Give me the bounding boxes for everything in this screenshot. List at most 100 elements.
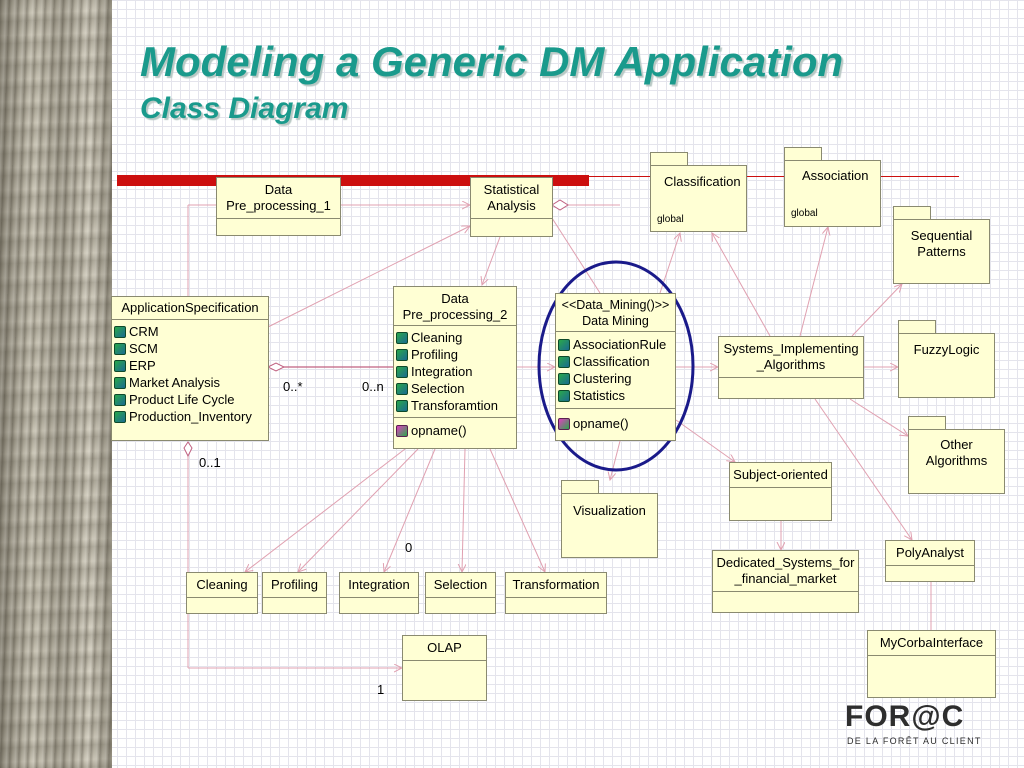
class-polyanalyst[interactable]: PolyAnalyst	[885, 540, 975, 582]
link-sia-classification	[712, 233, 771, 337]
attribute-icon	[558, 355, 570, 368]
bark-texture-image	[0, 0, 112, 768]
attribute-icon	[558, 389, 570, 402]
attribute-icon	[114, 325, 126, 338]
class-section	[713, 591, 858, 604]
package-association[interactable]: Association global	[784, 147, 881, 227]
class-systems-implementing-algorithms[interactable]: Systems_Implementing _Algorithms	[718, 336, 864, 399]
class-name: PolyAnalyst	[896, 545, 964, 560]
class-name: Subject-oriented	[733, 467, 828, 482]
attribute-label: ERP	[129, 358, 156, 373]
package-label: Association	[802, 168, 869, 183]
attribute-list: CRM SCM ERP Market Analysis Product Life…	[112, 319, 268, 425]
page-subtitle: Class Diagram	[140, 92, 349, 125]
class-name: OLAP	[427, 640, 462, 655]
aggregation-diamond-appspec-pre2	[266, 362, 286, 372]
class-mycorba-interface[interactable]: MyCorbaInterface	[867, 630, 996, 698]
class-section	[403, 660, 486, 675]
multiplicity-label: 1	[377, 682, 385, 697]
package-sequential-patterns[interactable]: Sequential Patterns	[893, 206, 990, 284]
attribute-icon	[396, 348, 408, 361]
link-stat-pre2	[482, 236, 501, 285]
package-other-algorithms[interactable]: Other Algorithms	[908, 416, 1005, 494]
operation-list: opname()	[394, 417, 516, 443]
package-tab	[893, 206, 931, 220]
class-integration[interactable]: Integration	[339, 572, 419, 614]
class-profiling[interactable]: Profiling	[262, 572, 327, 614]
operation-icon	[396, 424, 408, 437]
attribute-icon	[396, 365, 408, 378]
class-section	[471, 218, 552, 232]
class-cleaning[interactable]: Cleaning	[186, 572, 258, 614]
class-name: <<Data_Mining()>> Data Mining	[556, 294, 675, 331]
attribute-row: ERP	[112, 357, 268, 374]
class-transformation[interactable]: Transformation	[505, 572, 607, 614]
class-section	[868, 655, 995, 670]
package-fuzzylogic[interactable]: FuzzyLogic	[898, 320, 995, 398]
class-section	[730, 487, 831, 502]
class-name: Statistical Analysis	[471, 178, 552, 218]
attribute-icon	[114, 342, 126, 355]
class-data-mining[interactable]: <<Data_Mining()>> Data Mining Associatio…	[555, 293, 676, 441]
package-tab	[650, 152, 688, 166]
attribute-row: Product Life Cycle	[112, 391, 268, 408]
package-label: Sequential Patterns	[910, 228, 973, 259]
attribute-row: Classification	[556, 353, 675, 370]
class-data-preprocessing-1[interactable]: Data Pre_processing_1	[216, 177, 341, 236]
class-olap[interactable]: OLAP	[402, 635, 487, 701]
class-selection[interactable]: Selection	[425, 572, 496, 614]
link-stat-dm	[551, 217, 601, 294]
link-sia-other	[849, 398, 908, 436]
attribute-list: AssociationRule Classification Clusterin…	[556, 331, 675, 408]
class-label: Dedicated_Systems_for _financial_market	[716, 555, 855, 586]
class-name: Dedicated_Systems_for _financial_market	[713, 551, 858, 591]
attribute-icon	[396, 399, 408, 412]
package-label: Other Algorithms	[925, 437, 988, 468]
attribute-icon	[558, 338, 570, 351]
class-dedicated-systems[interactable]: Dedicated_Systems_for _financial_market	[712, 550, 859, 613]
logo-tagline: DE LA FORÊT AU CLIENT	[847, 736, 982, 746]
class-name: Integration	[348, 577, 410, 592]
class-section	[426, 597, 495, 610]
attribute-row: Selection	[394, 380, 516, 397]
attribute-icon	[114, 376, 126, 389]
class-section	[719, 377, 863, 392]
class-label: Data Pre_processing_2	[402, 291, 508, 322]
class-application-specification[interactable]: ApplicationSpecification CRM SCM ERP Mar…	[111, 296, 269, 441]
package-stereotype: global	[791, 208, 818, 219]
class-name: ApplicationSpecification	[121, 300, 259, 315]
class-name: Profiling	[271, 577, 318, 592]
package-classification[interactable]: Classification global	[650, 152, 747, 232]
link-dm-subject	[675, 419, 735, 462]
class-label: Data Pre_processing_1	[226, 182, 331, 213]
class-name: MyCorbaInterface	[879, 635, 984, 650]
attribute-row: CRM	[112, 323, 268, 340]
package-tab	[908, 416, 946, 430]
attribute-label: Transforamtion	[411, 398, 498, 413]
aggregation-diamond-appspec	[183, 441, 193, 458]
package-visualization[interactable]: Visualization	[561, 480, 658, 558]
attribute-label: Profiling	[411, 347, 458, 362]
multiplicity-label: 0..n	[362, 379, 384, 394]
class-data-preprocessing-2[interactable]: Data Pre_processing_2 Cleaning Profiling…	[393, 286, 517, 449]
class-section	[506, 597, 606, 610]
class-name: Data Pre_processing_2	[394, 287, 516, 325]
package-body	[561, 493, 658, 558]
data-mining-highlight-ellipse	[537, 260, 695, 472]
link-sia-association	[799, 227, 828, 337]
class-statistical-analysis[interactable]: Statistical Analysis	[470, 177, 553, 237]
attribute-row: Transforamtion	[394, 397, 516, 414]
class-label: Systems_Implementing _Algorithms	[723, 341, 859, 372]
forac-logo: FOR@C DE LA FORÊT AU CLIENT	[845, 700, 995, 750]
attribute-label: Cleaning	[411, 330, 463, 345]
link-sia-sequential	[851, 284, 902, 337]
logo-wordmark: FOR@C	[845, 700, 965, 733]
attribute-row: Profiling	[394, 346, 516, 363]
attribute-label: Classification	[573, 354, 650, 369]
operation-row: opname()	[556, 415, 675, 432]
attribute-row: AssociationRule	[556, 336, 675, 353]
class-subject-oriented[interactable]: Subject-oriented	[729, 462, 832, 521]
link-pre2-selection	[462, 448, 465, 572]
class-label: <<Data_Mining()>> Data Mining	[561, 298, 670, 328]
attribute-icon	[396, 331, 408, 344]
